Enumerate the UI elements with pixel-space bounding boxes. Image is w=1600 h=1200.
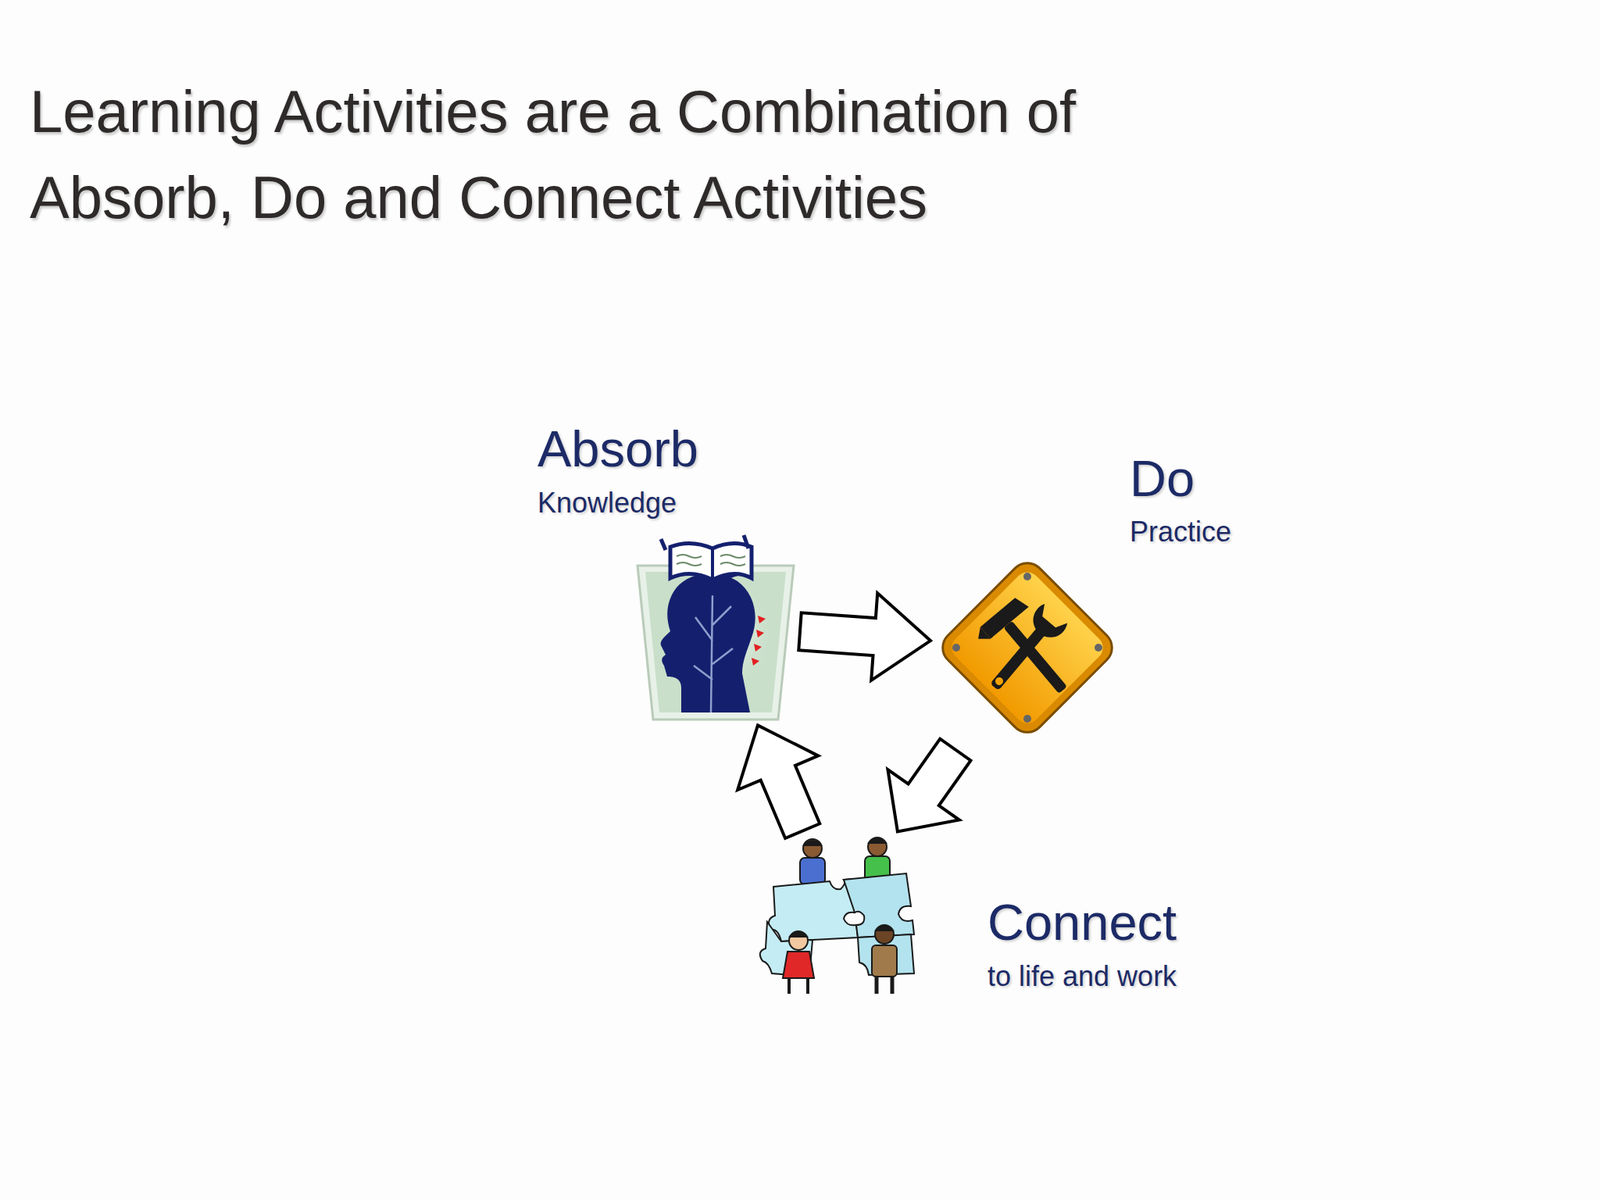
- slide-title: Learning Activities are a Combination of…: [29, 68, 1280, 241]
- block-arrow: [737, 725, 820, 839]
- activity-heading: Absorb: [537, 418, 699, 480]
- activity-heading: Do: [1129, 448, 1195, 510]
- absorb-icon: [637, 535, 794, 720]
- activity-subheading: Knowledge: [537, 485, 677, 520]
- activity-node: DoPractice: [936, 550, 1118, 745]
- connect-icon: [760, 837, 915, 994]
- do-icon: [935, 556, 1120, 740]
- activity-subheading: Practice: [1129, 514, 1232, 549]
- activity-heading: Connect: [987, 892, 1177, 954]
- block-arrow: [887, 739, 971, 833]
- activity-node: Connectto life and work: [763, 836, 914, 995]
- block-arrow: [798, 592, 931, 681]
- activity-node: AbsorbKnowledge: [637, 531, 794, 720]
- activity-subheading: to life and work: [987, 959, 1177, 993]
